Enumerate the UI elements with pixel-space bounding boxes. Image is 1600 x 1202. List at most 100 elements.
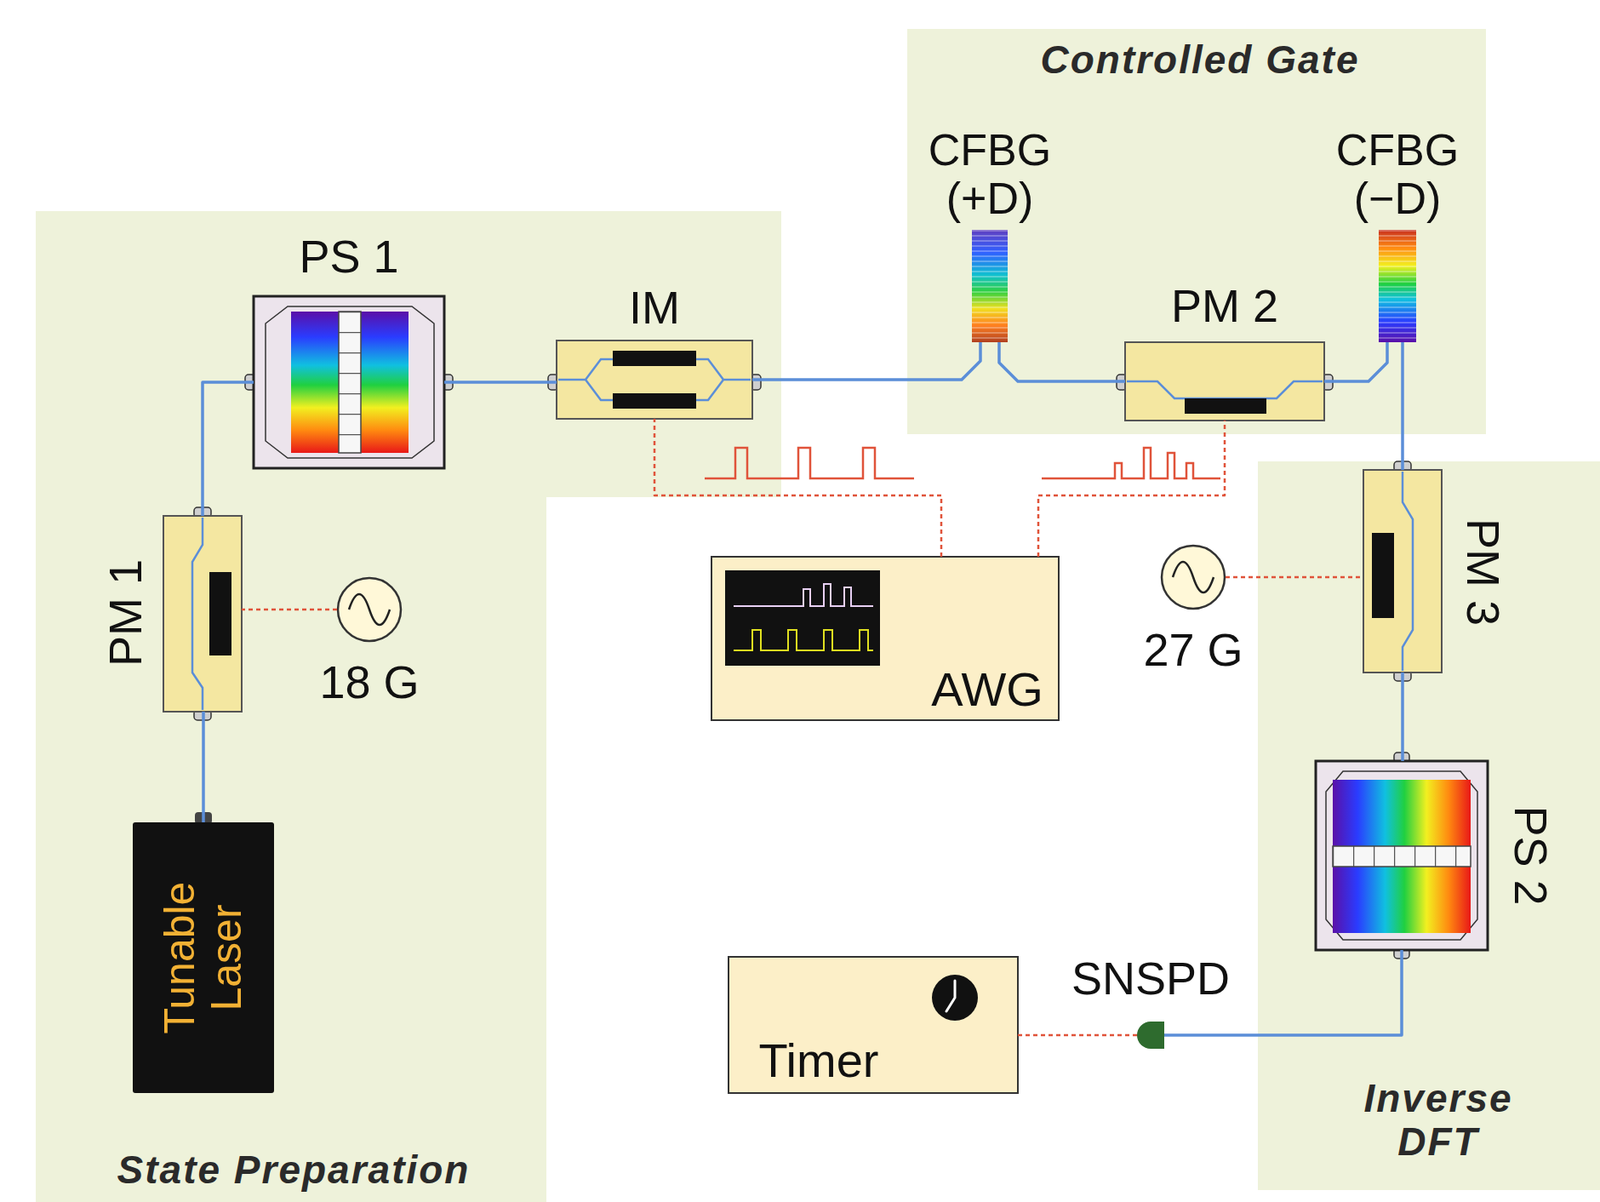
timer-instrument bbox=[728, 956, 1018, 1093]
rf-source: 18 G bbox=[337, 577, 402, 642]
detector: SNSPD bbox=[1137, 1021, 1165, 1049]
rf-source-circle bbox=[1161, 545, 1225, 609]
rf-source-symbol bbox=[337, 577, 401, 641]
laser-symbol bbox=[132, 811, 275, 1093]
intensity-modulator-symbol bbox=[548, 340, 761, 419]
modulator-cells bbox=[1332, 845, 1471, 867]
component-label: PS 1 bbox=[298, 231, 399, 282]
phase-modulator-symbol bbox=[1363, 461, 1442, 681]
shaper-body bbox=[253, 296, 445, 469]
region-title: Inverse DFT bbox=[1340, 1076, 1537, 1163]
modulator-body bbox=[1125, 342, 1325, 421]
optical-fiber bbox=[1324, 342, 1388, 382]
rf-signal-line bbox=[1225, 576, 1364, 579]
panel-grounds bbox=[35, 28, 1600, 1202]
screen-trace bbox=[733, 583, 874, 606]
component-label: PS 2 bbox=[1504, 805, 1555, 905]
component-label: PM 2 bbox=[1171, 280, 1279, 332]
rf-signal-line bbox=[1017, 1034, 1138, 1037]
modulator-box: PM 2 bbox=[1125, 342, 1325, 421]
electrode bbox=[1371, 532, 1395, 618]
electrode bbox=[612, 350, 697, 366]
pulse-shaper-symbol bbox=[245, 296, 453, 469]
modulator-cells bbox=[338, 311, 361, 453]
region-panel: State PreparationTunable LaserPM 118 GPS… bbox=[35, 211, 782, 1202]
rf-signal-line bbox=[241, 608, 338, 612]
phase-modulator-symbol bbox=[1116, 342, 1333, 421]
electrode bbox=[209, 571, 232, 656]
modulator-box: PM 3 bbox=[1363, 469, 1442, 673]
component-label: CFBG (+D) bbox=[913, 125, 1067, 223]
inverse-dft-panel bbox=[1257, 461, 1600, 1190]
pulse-train bbox=[704, 447, 915, 479]
screen-trace bbox=[733, 629, 874, 651]
rf-source: 27 G bbox=[1160, 544, 1226, 610]
optical-fiber bbox=[201, 711, 206, 823]
grating-lines bbox=[971, 229, 1008, 343]
grating-body bbox=[971, 229, 1008, 343]
instrument-box: Timer bbox=[728, 956, 1018, 1093]
fiber-bragg-grating bbox=[1378, 229, 1417, 343]
awg-instrument bbox=[711, 556, 1059, 720]
component-label: Timer bbox=[758, 1034, 879, 1087]
optical-fiber bbox=[202, 382, 254, 516]
grating: CFBG (+D) bbox=[971, 229, 1008, 343]
instrument-box: AWG bbox=[711, 556, 1059, 720]
electrode bbox=[1184, 398, 1267, 414]
waveguide bbox=[192, 517, 203, 710]
detector-symbol bbox=[1137, 1021, 1165, 1049]
pulse-shaper-symbol bbox=[1315, 752, 1488, 959]
spectrum-band bbox=[1332, 779, 1471, 846]
spectrum-band bbox=[1332, 866, 1471, 933]
component-label: 18 G bbox=[319, 657, 419, 708]
sine-wave bbox=[348, 594, 390, 625]
waveguide bbox=[1126, 381, 1323, 399]
instrument-body bbox=[711, 556, 1059, 720]
grating-lines bbox=[1378, 229, 1417, 343]
modulator-box: PM 1 bbox=[163, 515, 242, 712]
clock-icon bbox=[931, 974, 978, 1021]
instrument-body bbox=[728, 956, 1018, 1093]
grating-body bbox=[1378, 229, 1417, 343]
optical-fiber bbox=[999, 342, 1126, 382]
spectrum-band bbox=[291, 311, 339, 453]
modulator-body bbox=[556, 340, 753, 419]
pulse-train bbox=[1041, 447, 1221, 479]
component-label: IM bbox=[628, 282, 680, 333]
rf-source-symbol bbox=[1161, 545, 1225, 609]
optical-fiber bbox=[1400, 342, 1405, 470]
shaper-lens-outline bbox=[1325, 771, 1478, 940]
grating: CFBG (−D) bbox=[1378, 229, 1417, 343]
component-label: PM 3 bbox=[1457, 518, 1508, 626]
optical-fiber bbox=[1400, 672, 1405, 761]
laser-body bbox=[132, 822, 275, 1093]
laser-box: Tunable Laser bbox=[132, 822, 275, 1093]
region-title: Controlled Gate bbox=[1040, 38, 1360, 82]
component-label: AWG bbox=[931, 662, 1044, 716]
spectrum-band bbox=[360, 311, 409, 453]
region-panel: Controlled GateCFBG (+D) PM 2 CFBG (−D) bbox=[907, 28, 1486, 435]
state-preparation-panel bbox=[35, 211, 782, 1202]
electrode bbox=[612, 393, 697, 409]
rf-signal-line bbox=[1038, 420, 1225, 557]
clock-hands bbox=[946, 980, 955, 1012]
modulator-body bbox=[1363, 469, 1442, 673]
rf-source-circle bbox=[337, 577, 401, 641]
waveguide bbox=[1402, 471, 1413, 671]
phase-modulator-symbol bbox=[163, 507, 242, 720]
shaper-body bbox=[1315, 760, 1488, 950]
component-label: Tunable Laser bbox=[156, 851, 251, 1064]
component-label: 27 G bbox=[1142, 624, 1243, 675]
controlled-gate-panel bbox=[907, 28, 1486, 435]
optical-fiber bbox=[444, 380, 557, 384]
component-label: SNSPD bbox=[1071, 953, 1230, 1004]
component-label: CFBG (−D) bbox=[1320, 125, 1475, 223]
optical-fiber bbox=[752, 342, 981, 380]
modulator-body bbox=[163, 515, 242, 712]
modulator-box: IM bbox=[556, 340, 753, 419]
rf-signal-line bbox=[654, 418, 942, 557]
sine-wave bbox=[1172, 561, 1214, 593]
shaper-lens-outline bbox=[265, 306, 435, 458]
